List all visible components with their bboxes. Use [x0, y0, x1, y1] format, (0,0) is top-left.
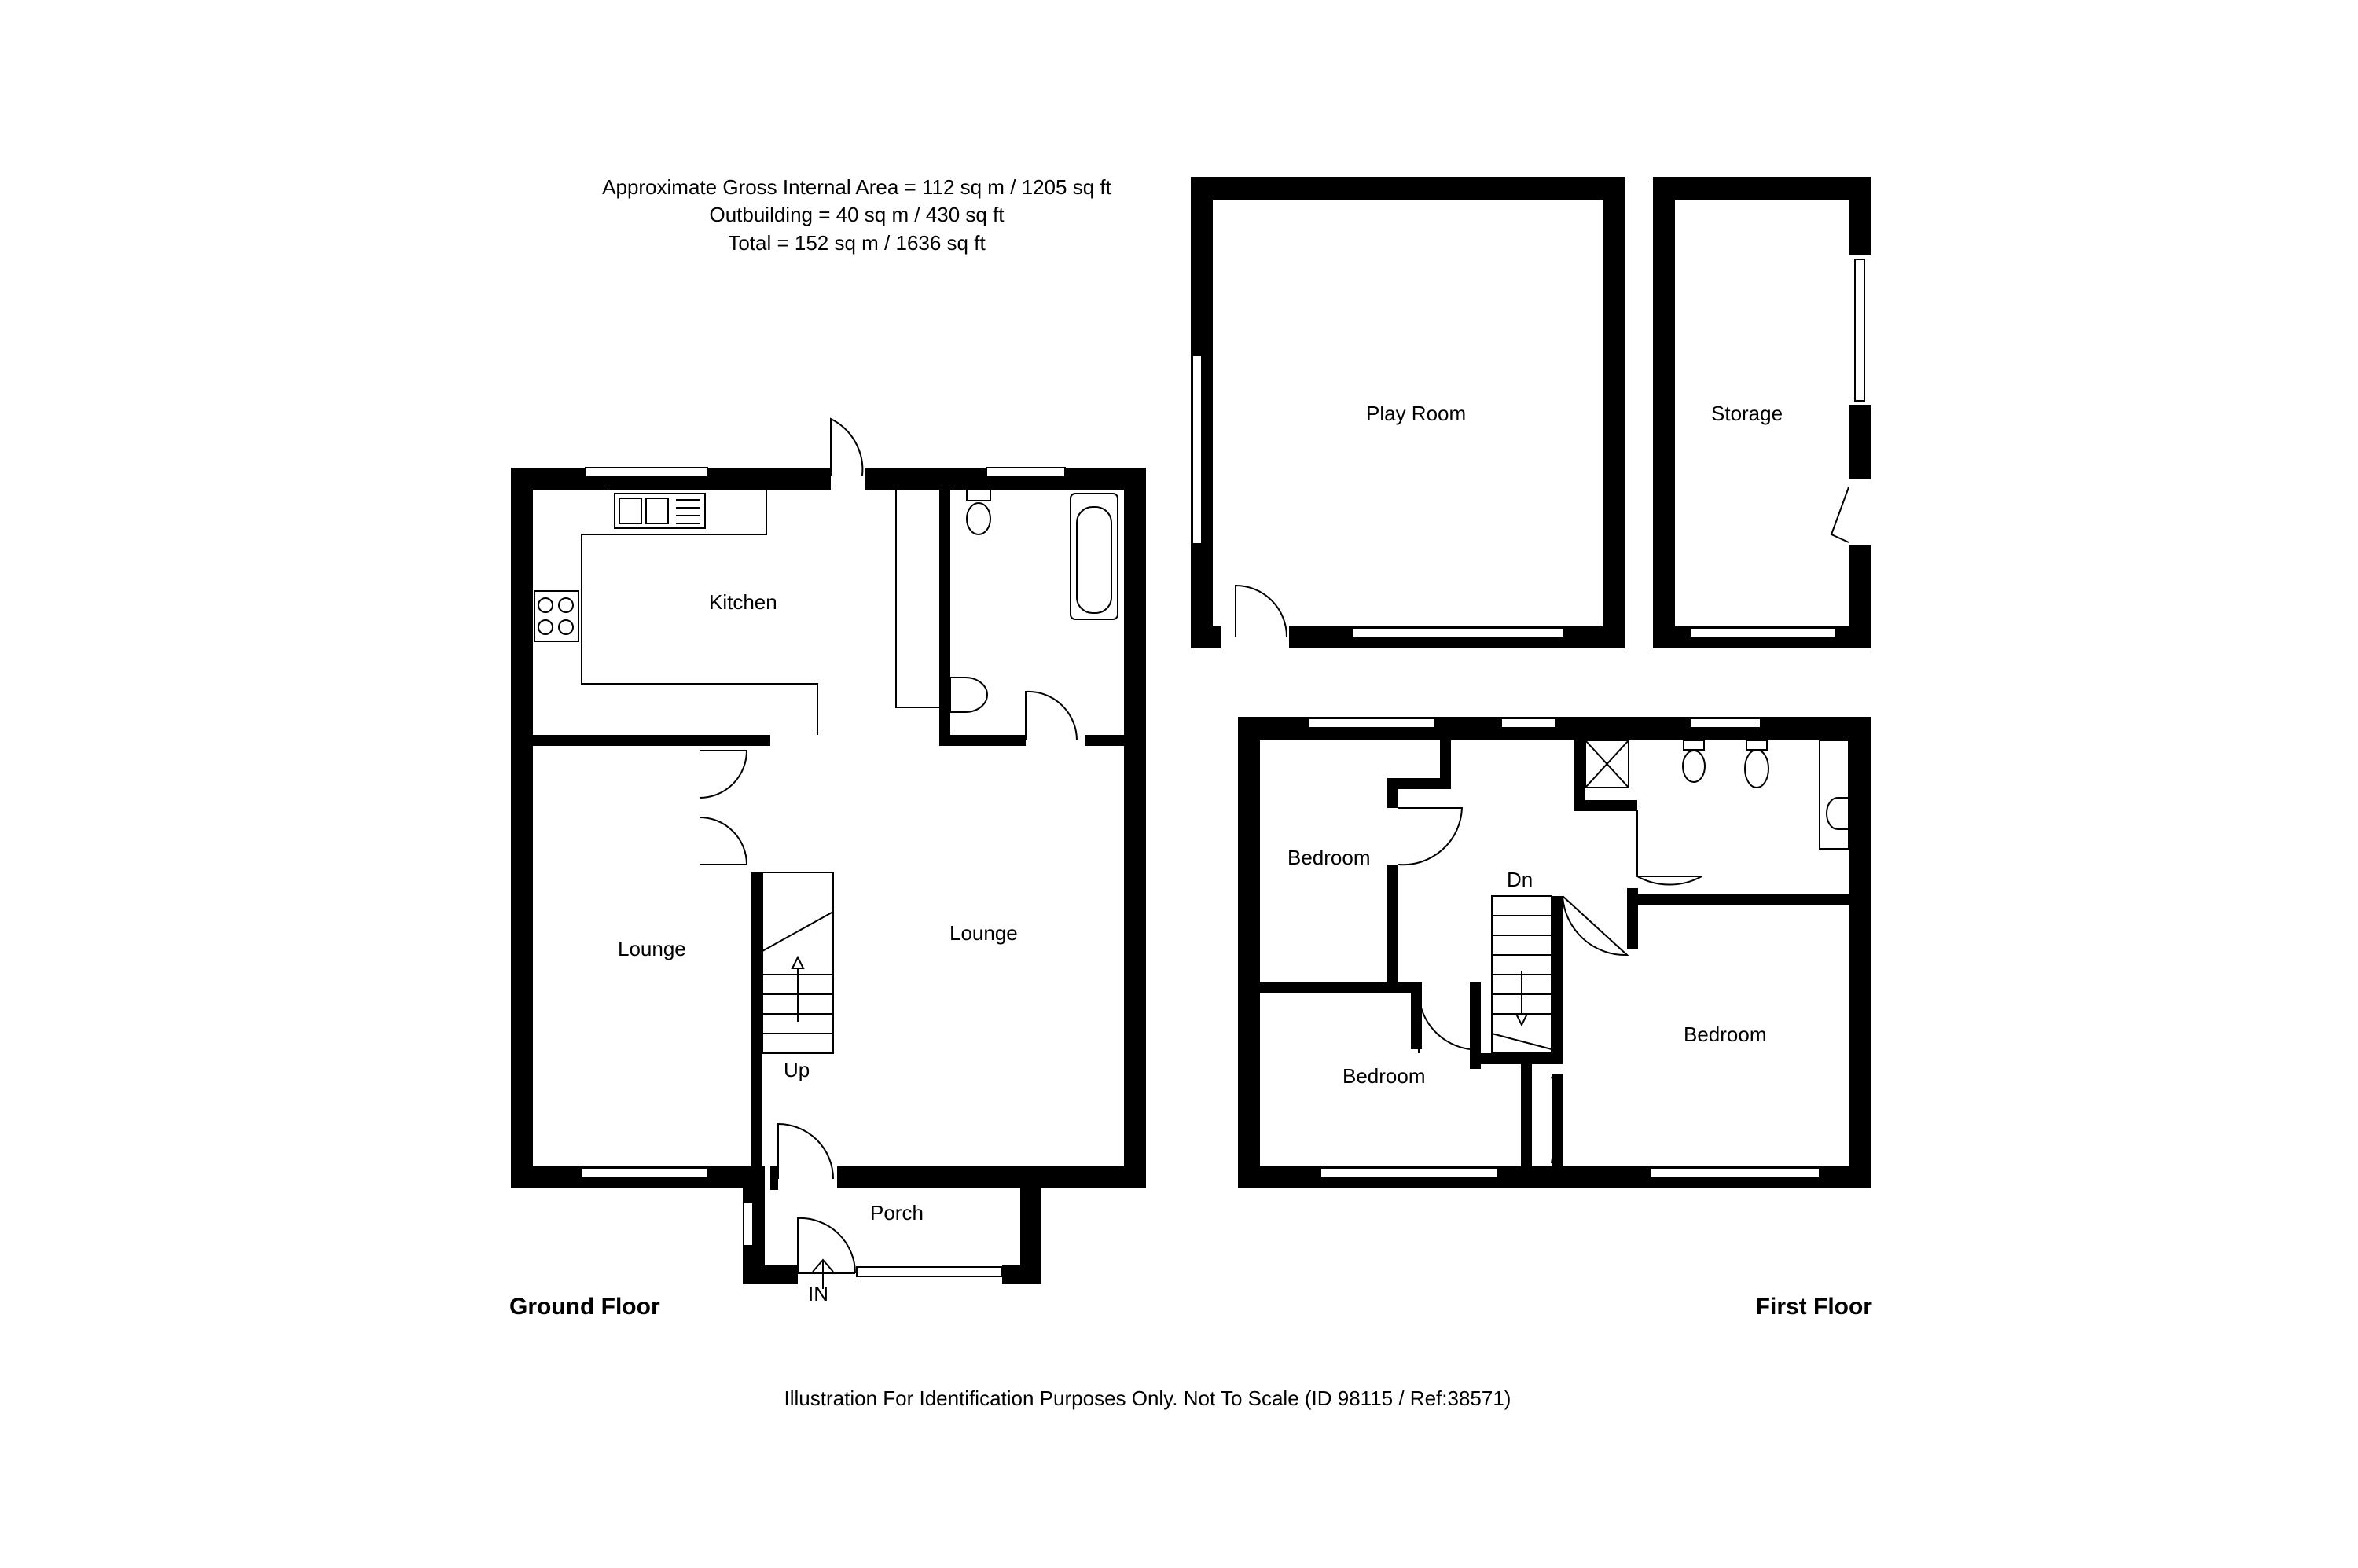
ground-floor-plan	[511, 417, 1146, 1289]
stairs-up-label: Up	[784, 1058, 810, 1081]
wall	[1085, 735, 1132, 746]
disclaimer-note: Illustration For Identification Purposes…	[784, 1386, 1511, 1410]
room-label-lounge: Lounge	[949, 921, 1018, 945]
wall	[1387, 778, 1450, 789]
wall	[1574, 739, 1585, 806]
window	[1650, 1167, 1820, 1178]
window	[986, 467, 1066, 478]
wall	[939, 735, 1026, 746]
wall	[1020, 1183, 1041, 1284]
wall	[743, 1265, 798, 1284]
window	[585, 467, 708, 478]
playroom-plan	[1191, 177, 1625, 648]
door	[1398, 807, 1464, 866]
room-label-kitchen: Kitchen	[709, 590, 777, 614]
entrance-label: IN	[808, 1282, 828, 1305]
room-label-bedroom: Bedroom	[1287, 846, 1371, 869]
wall	[1238, 717, 1260, 1188]
entrance-arrow-icon	[812, 1258, 834, 1289]
window	[1854, 259, 1865, 402]
door	[797, 1217, 857, 1274]
room-label-storage: Storage	[1711, 402, 1783, 425]
window	[1351, 627, 1565, 638]
toilet-icon	[1683, 740, 1705, 751]
room-label-porch: Porch	[870, 1201, 924, 1225]
area-line-3: Total = 152 sq m / 1636 sq ft	[728, 231, 986, 255]
first-floor-title: First Floor	[1756, 1294, 1873, 1320]
window	[1689, 718, 1761, 729]
area-line-2: Outbuilding = 40 sq m / 430 sq ft	[709, 203, 1005, 226]
room-label-playroom: Play Room	[1366, 402, 1466, 425]
wall	[1849, 177, 1871, 255]
door	[830, 417, 864, 476]
stairs-down-label: Dn	[1507, 868, 1533, 891]
door	[1551, 1076, 1562, 1164]
room-label-lounge: Lounge	[618, 937, 686, 960]
wall	[755, 735, 767, 746]
wall	[1653, 177, 1871, 200]
wall	[1124, 468, 1146, 1167]
wall	[770, 1166, 778, 1190]
wall	[1470, 982, 1481, 1069]
wall	[511, 468, 533, 1188]
kitchen-worktop	[581, 489, 818, 735]
basin-icon	[1826, 797, 1849, 830]
window	[1320, 1167, 1498, 1178]
first-floor-plan	[1238, 717, 1871, 1188]
wall	[1849, 717, 1871, 1188]
window	[1308, 718, 1435, 729]
wall	[1627, 894, 1855, 905]
wall	[1411, 982, 1422, 1049]
room-label-bedroom: Bedroom	[1342, 1064, 1426, 1088]
first-stairs	[1491, 895, 1552, 1054]
window	[1192, 354, 1203, 545]
window	[581, 1167, 708, 1178]
basin-icon	[949, 677, 988, 713]
area-line-1: Approximate Gross Internal Area = 112 sq…	[602, 175, 1111, 199]
wall	[1603, 177, 1625, 648]
wall	[1653, 177, 1675, 648]
wall	[1481, 1053, 1552, 1064]
room-label-bedroom: Bedroom	[1684, 1023, 1767, 1046]
wall	[1849, 405, 1871, 479]
ground-stairs	[762, 872, 834, 1054]
wall	[1521, 1053, 1532, 1171]
wall	[1574, 800, 1637, 811]
wall	[1440, 739, 1451, 789]
hob-icon	[534, 590, 579, 642]
wall	[1552, 896, 1563, 1064]
door	[1830, 487, 1849, 543]
door	[1235, 584, 1287, 637]
window	[743, 1202, 754, 1247]
door	[1636, 810, 1702, 886]
wall	[751, 872, 762, 1179]
ground-floor-title: Ground Floor	[509, 1294, 660, 1320]
door	[1025, 690, 1078, 741]
double-door	[699, 750, 748, 865]
window	[1500, 718, 1557, 729]
wall	[1191, 177, 1625, 200]
cupboard	[895, 490, 939, 708]
wall	[1191, 626, 1221, 648]
door	[1418, 993, 1471, 1053]
wall	[511, 735, 770, 746]
bidet-icon	[1746, 740, 1768, 751]
vanity-unit	[1819, 740, 1849, 850]
window	[856, 1266, 1003, 1277]
wall	[1387, 865, 1398, 990]
door	[777, 1122, 834, 1180]
wall	[837, 1166, 1146, 1188]
wall	[1260, 982, 1420, 993]
storage-plan	[1653, 177, 1871, 648]
window	[1689, 627, 1836, 638]
door	[1562, 895, 1629, 957]
toilet-icon	[966, 489, 991, 501]
wall	[939, 478, 950, 745]
